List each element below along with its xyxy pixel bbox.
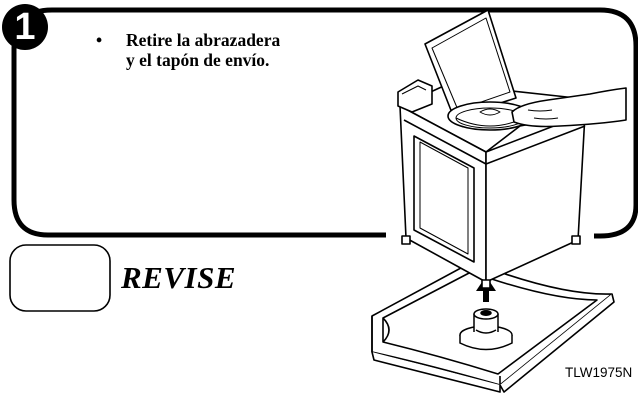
instruction-panel-border — [11, 7, 638, 239]
shipping-post-illustration — [459, 308, 513, 351]
instruction-line-1: Retire la abrazadera — [126, 30, 281, 50]
instruction-text: • Retire la abrazadera y el tapón de env… — [96, 30, 356, 70]
bullet-marker: • — [96, 30, 103, 50]
step-number-badge — [2, 4, 48, 50]
washer-illustration — [397, 9, 627, 289]
instruction-line-2: y el tapón de envío. — [126, 50, 270, 70]
checkbox-label: REVISE — [121, 260, 237, 295]
figure-code: TLW1975N — [565, 365, 633, 380]
step-number: 1 — [14, 6, 36, 48]
checkbox-box[interactable] — [9, 244, 111, 312]
